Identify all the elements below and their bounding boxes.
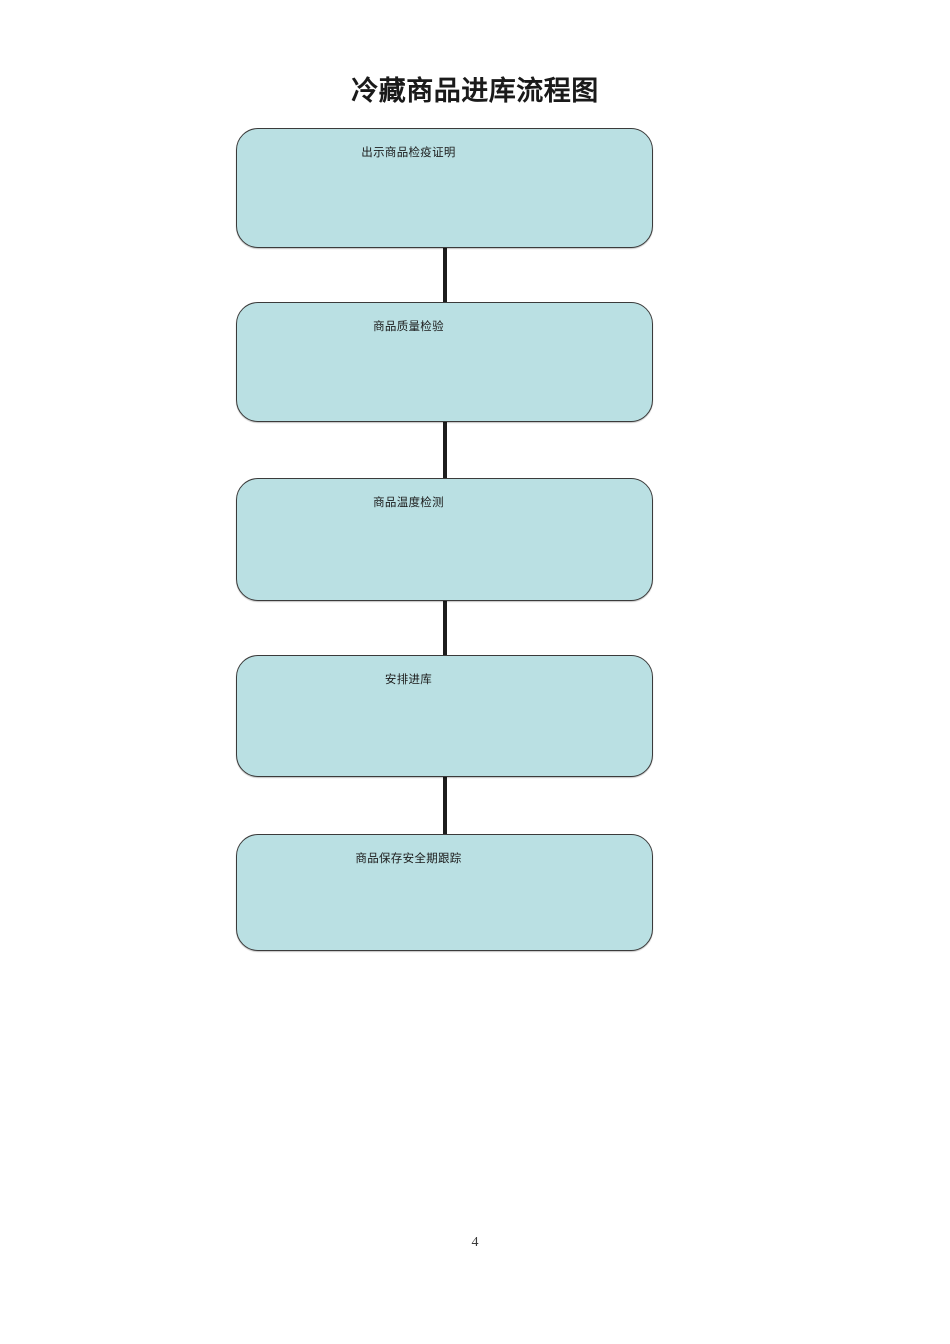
connector-n3-n4 <box>443 593 447 663</box>
flow-node-3-label: 商品温度检测 <box>373 497 444 509</box>
flow-node-1: 出示商品检疫证明 <box>236 128 653 248</box>
page-number: 4 <box>471 1235 479 1250</box>
connector-n2-n3 <box>443 414 447 486</box>
flow-node-5: 商品保存安全期跟踪 <box>236 834 653 951</box>
connector-n1-n2 <box>443 240 447 310</box>
flow-node-2: 商品质量检验 <box>236 302 653 422</box>
flow-node-2-label: 商品质量检验 <box>373 321 444 333</box>
flow-node-4-label: 安排进库 <box>384 674 433 686</box>
page-title: 冷藏商品进库流程图 <box>351 76 599 106</box>
connector-n4-n5 <box>443 769 447 842</box>
flow-node-3: 商品温度检测 <box>236 478 653 601</box>
flow-node-1-label: 出示商品检疫证明 <box>361 147 456 159</box>
flow-node-4: 安排进库 <box>236 655 653 777</box>
flow-node-5-label: 商品保存安全期跟踪 <box>355 853 462 865</box>
flowchart: 出示商品检疫证明 商品质量检验 商品温度检测 安排进库 商品保存安全期跟踪 <box>236 128 653 951</box>
